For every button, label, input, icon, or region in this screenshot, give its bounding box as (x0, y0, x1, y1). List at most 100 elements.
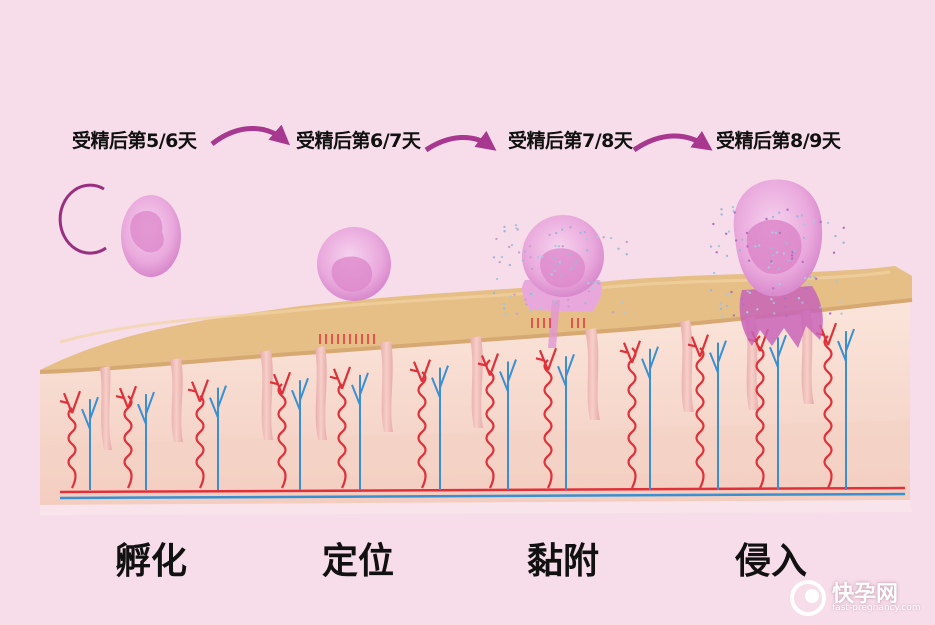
embryo-hatching (121, 195, 181, 277)
secretion-dot (583, 230, 587, 234)
secretion-dot (771, 231, 774, 234)
secretion-dot (574, 260, 577, 264)
secretion-dot (772, 287, 775, 290)
vein (769, 334, 787, 490)
secretion-dot (587, 282, 590, 285)
secretion-dot (495, 237, 498, 241)
day-label-invasion: 受精后第8/9天 (716, 130, 841, 152)
secretion-dot (725, 254, 729, 258)
secretion-dot (529, 309, 532, 313)
secretion-dot (509, 295, 512, 298)
secretion-dot (709, 245, 713, 248)
secretion-dot (748, 291, 751, 295)
secretion-dot (782, 252, 786, 255)
vein (557, 353, 575, 490)
secretion-dot (557, 245, 561, 248)
secretion-dot (528, 245, 532, 248)
secretion-dot (590, 286, 594, 289)
arrow-3 (632, 130, 713, 153)
zona-pellucida (58, 183, 107, 255)
secretion-dot (517, 251, 521, 254)
vein (291, 377, 309, 490)
secretion-dot (804, 277, 807, 280)
secretion-dot (771, 254, 775, 257)
vein (499, 359, 517, 490)
secretion-dot (834, 234, 837, 238)
secretion-dot (815, 277, 818, 280)
spiral-artery (59, 390, 82, 489)
secretion-dot (819, 220, 822, 224)
secretion-dot (819, 306, 822, 309)
secretion-dot (568, 253, 571, 256)
secretion-dot (770, 247, 773, 250)
secretion-dot (738, 249, 742, 252)
secretion-dot (771, 215, 775, 219)
day-label-hatching: 受精后第5/6天 (72, 130, 197, 152)
secretion-dot (826, 221, 830, 225)
secretion-dot (587, 290, 591, 293)
vein (709, 340, 727, 490)
embryo-invasion (709, 179, 845, 348)
spiral-artery (409, 359, 432, 489)
secretion-dot (741, 297, 744, 300)
secretion-dot (554, 244, 557, 248)
uterine-glands (100, 310, 814, 450)
secretion-dot (504, 313, 507, 316)
secretion-dot (592, 281, 595, 284)
spiral-artery (747, 328, 770, 489)
secretion-dot (553, 299, 556, 302)
secretion-dot (554, 231, 558, 235)
secretion-dot (725, 232, 728, 235)
secretion-dot (625, 240, 628, 244)
stage-name-adhesion: 黏附 (527, 541, 600, 582)
secretion-dot (773, 312, 776, 315)
secretion-dot (525, 303, 528, 306)
vein (137, 391, 155, 490)
secretion-dot (554, 263, 558, 266)
secretion-dot (612, 311, 615, 314)
secretion-dot (791, 257, 794, 260)
secretion-dot (529, 292, 532, 296)
secretion-dot (829, 312, 832, 315)
secretion-dot (623, 311, 626, 314)
secretion-dot (720, 208, 723, 211)
secretion-dot (573, 263, 577, 266)
secretion-dot (785, 242, 788, 245)
secretion-dots (492, 223, 628, 316)
day-label-apposition: 受精后第6/7天 (296, 130, 421, 152)
secretion-dot (758, 244, 761, 247)
secretion-dot (712, 271, 716, 275)
secretion-dot (732, 209, 735, 213)
spiral-artery (815, 322, 838, 489)
secretion-dot (508, 245, 511, 249)
secretion-dot (558, 261, 562, 264)
spiral-artery (269, 371, 292, 489)
secretion-dot (617, 247, 620, 250)
arrow-1 (210, 124, 291, 146)
secretion-dot (719, 307, 723, 311)
secretion-dot (567, 305, 570, 308)
secretion-dot (602, 236, 605, 239)
day-label-adhesion: 受精后第7/8天 (508, 130, 633, 152)
secretion-dot (715, 251, 718, 254)
secretion-dot (561, 245, 564, 248)
secretion-dot (840, 312, 843, 315)
secretion-dot (515, 227, 518, 230)
secretion-dot (812, 220, 816, 223)
vein (641, 346, 659, 490)
secretion-dot (791, 251, 794, 254)
spiral-artery (187, 379, 210, 489)
secretion-dot (778, 211, 781, 214)
secretion-dot (548, 233, 551, 236)
secretion-dot (767, 266, 770, 269)
secretion-dot (503, 225, 506, 229)
secretion-dot (595, 235, 599, 239)
blood-vessels (59, 322, 855, 490)
secretion-dot (754, 245, 757, 248)
secretion-dot (561, 228, 564, 231)
secretion-dot (530, 267, 534, 271)
secretion-dot (510, 243, 514, 247)
secretion-dot (809, 276, 812, 279)
progress-arrows (210, 124, 713, 153)
